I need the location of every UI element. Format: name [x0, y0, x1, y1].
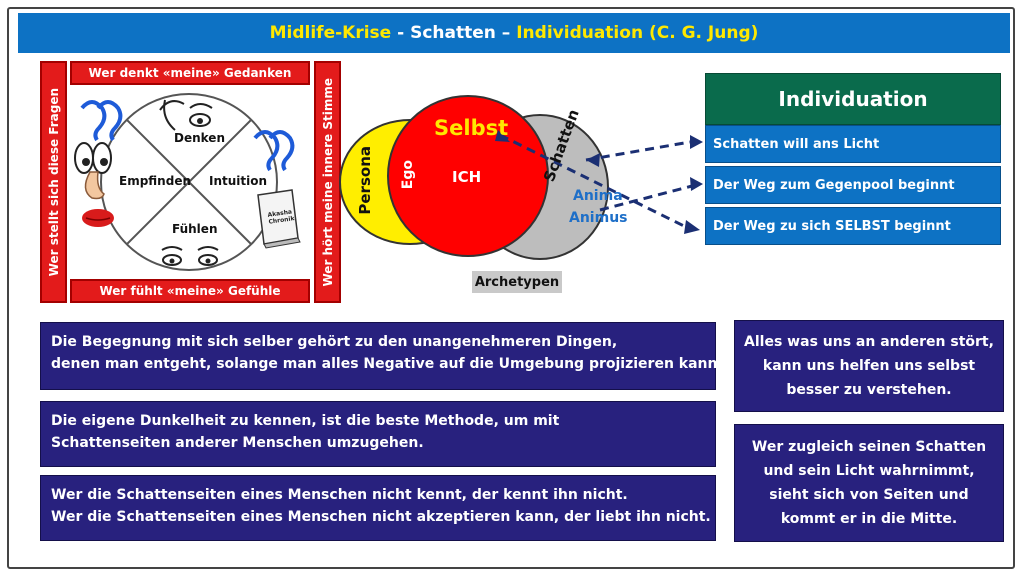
- individuation-item: Der Weg zu sich SELBST beginnt: [705, 207, 1001, 245]
- mouth-icon: [82, 209, 114, 227]
- quadrant-empfinden: Empfinden: [119, 174, 191, 188]
- title-separator: –: [495, 23, 517, 43]
- quote-line: Die Begegnung mit sich selber gehört zu …: [51, 334, 618, 350]
- title-bar: Midlife-Krise - Schatten – Individuation…: [18, 13, 1010, 53]
- quote-box: Die eigene Dunkelheit zu kennen, ist die…: [40, 401, 716, 467]
- animus-label: Animus: [569, 210, 628, 226]
- quote-box: Wer die Schattenseiten eines Menschen ni…: [40, 475, 716, 541]
- individuation-item: Schatten will ans Licht: [705, 125, 1001, 163]
- ear-icon: [80, 100, 123, 142]
- side-quote-box: Alles was uns an anderen stört, kann uns…: [734, 320, 1004, 412]
- quote-line: Wer die Schattenseiten eines Menschen ni…: [51, 487, 628, 503]
- side-quote-line: Wer zugleich seinen Schatten: [751, 439, 987, 455]
- side-quote-line: kommt er in die Mitte.: [780, 511, 958, 527]
- individuation-arrows: [499, 133, 693, 230]
- title-part-individuation: Individuation (C. G. Jung): [516, 23, 759, 43]
- side-quote-line: sieht sich von Seiten und: [769, 487, 969, 503]
- anima-label: Anima: [573, 188, 623, 204]
- quadrant-denken: Denken: [174, 131, 225, 145]
- thinking-face-icon: [159, 99, 213, 131]
- quadrant-fuehlen: Fühlen: [172, 222, 218, 236]
- selbst-label: Selbst: [434, 116, 509, 140]
- quote-line: denen man entgeht, solange man alles Neg…: [51, 356, 723, 372]
- wheel-top-label: Wer denkt «meine» Gedanken: [70, 61, 310, 85]
- feeling-face-icon: [161, 246, 219, 266]
- persona-label: Persona: [356, 146, 374, 215]
- wheel-left-label-box: Wer stellt sich diese Fragen: [40, 61, 67, 303]
- side-quote-line: kann uns helfen uns selbst: [762, 358, 976, 374]
- quote-line: Wer die Schattenseiten eines Menschen ni…: [51, 509, 711, 525]
- selbst-circle: [387, 95, 549, 257]
- eyes-icon: [74, 142, 112, 174]
- side-quote-line: und sein Licht wahrnimmt,: [763, 463, 975, 479]
- title-part-schatten: Schatten: [410, 23, 496, 43]
- quadrant-intuition: Intuition: [209, 174, 268, 188]
- ich-label: ICH: [452, 168, 482, 186]
- wheel-bottom-label: Wer fühlt «meine» Gefühle: [70, 279, 310, 303]
- quote-line: Schattenseiten anderer Menschen umzugehe…: [51, 435, 424, 451]
- ego-label: Ego: [400, 160, 416, 190]
- individuation-heading: Individuation: [705, 73, 1001, 125]
- quote-line: Die eigene Dunkelheit zu kennen, ist die…: [51, 413, 560, 429]
- archetypen-label: Archetypen: [472, 271, 562, 293]
- nose-icon: [84, 171, 105, 200]
- individuation-item: Der Weg zum Gegenpool beginnt: [705, 166, 1001, 204]
- book-icon: [257, 189, 301, 249]
- side-quote-box: Wer zugleich seinen Schatten und sein Li…: [734, 424, 1004, 542]
- ear-icon: [253, 130, 295, 172]
- side-quote-line: besser zu verstehen.: [786, 382, 952, 398]
- title-part-midlife: Midlife-Krise: [269, 23, 392, 43]
- quote-box: Die Begegnung mit sich selber gehört zu …: [40, 322, 723, 390]
- side-quote-line: Alles was uns an anderen stört,: [744, 334, 994, 350]
- title-separator: -: [391, 23, 411, 43]
